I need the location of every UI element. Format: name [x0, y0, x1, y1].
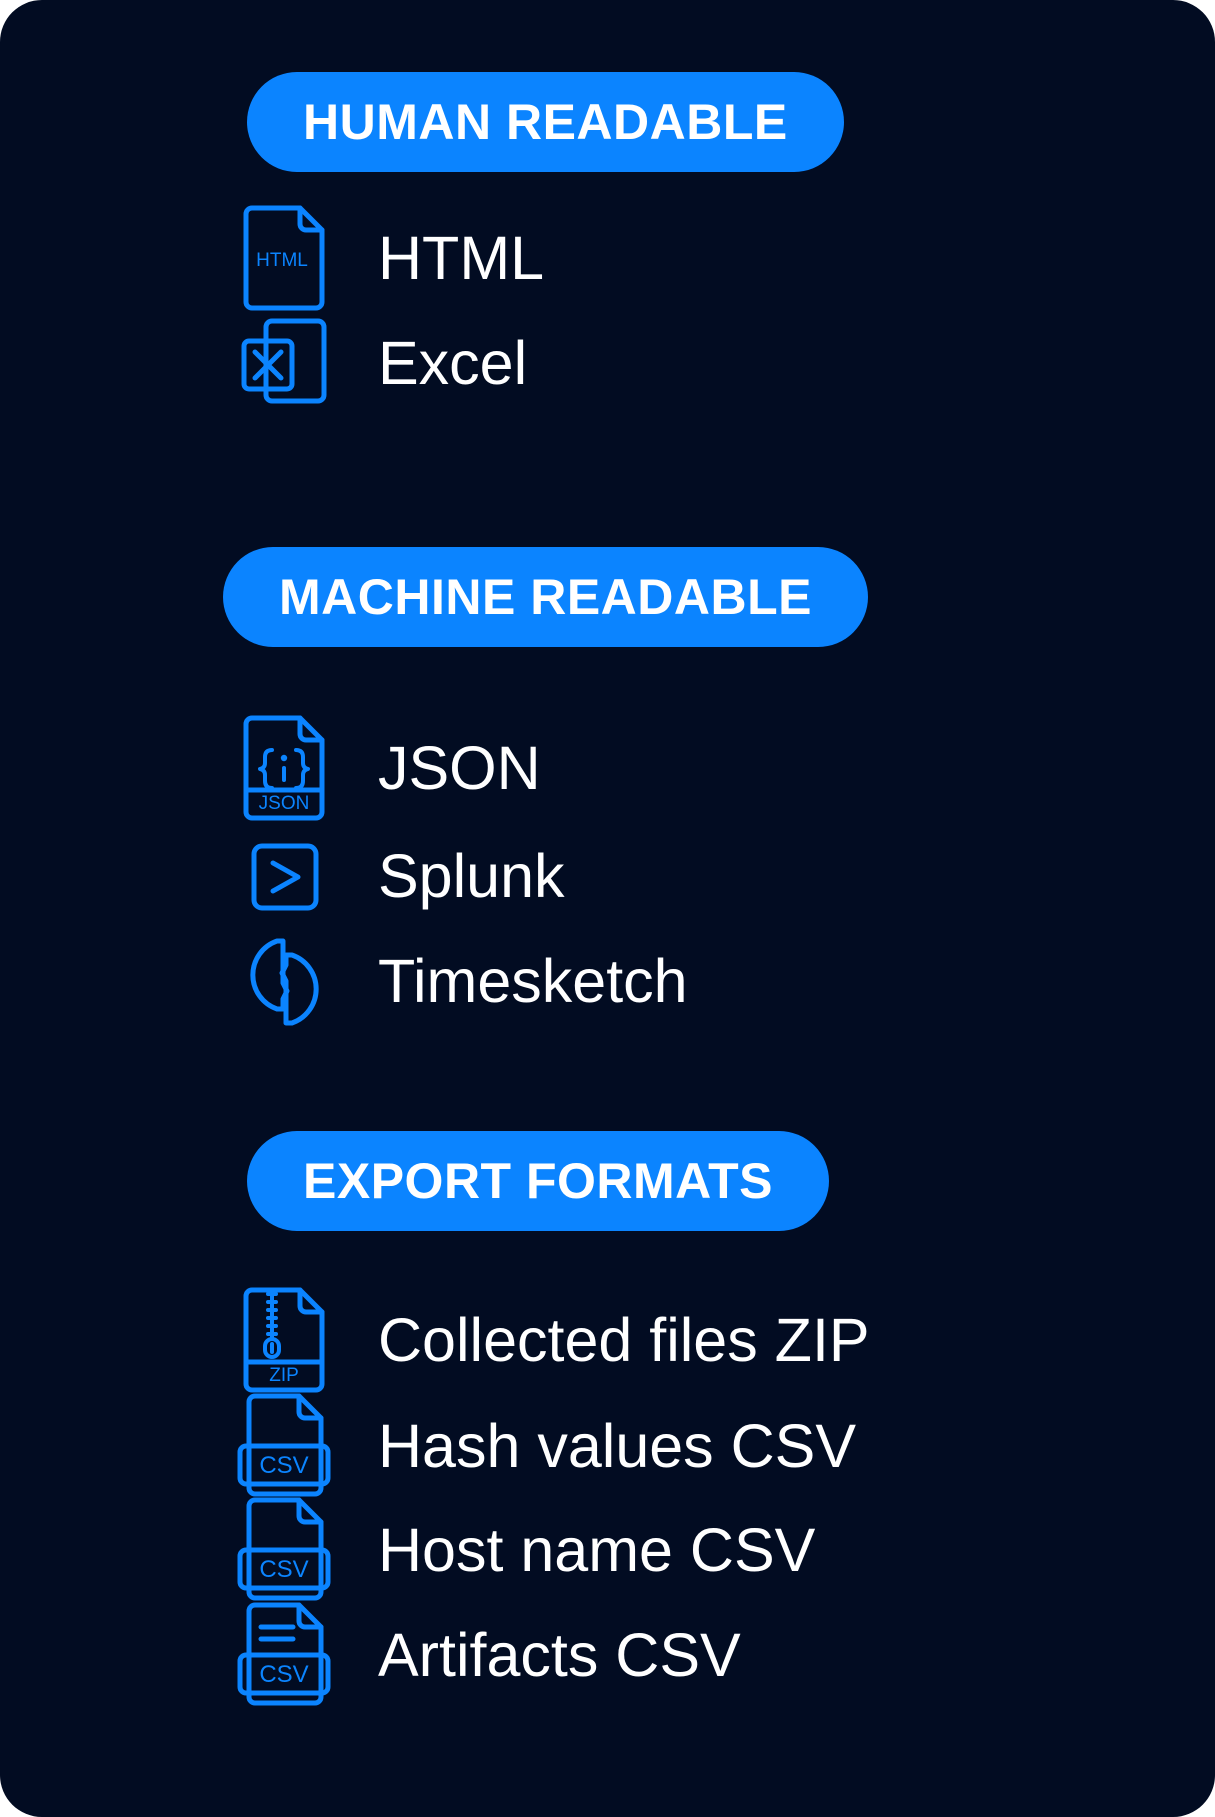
list-item-label: Host name CSV [378, 1515, 816, 1584]
list-item-excel[interactable]: Excel [232, 305, 527, 421]
splunk-chevron-icon [232, 818, 336, 934]
list-item-label: Hash values CSV [378, 1411, 857, 1480]
list-item-html[interactable]: HTML HTML [232, 200, 544, 316]
badge-human-readable: HUMAN READABLE [247, 72, 844, 172]
list-item-label: Excel [378, 328, 528, 397]
list-item-hash-values-csv[interactable]: CSV Hash values CSV [232, 1388, 856, 1504]
list-item-host-name-csv[interactable]: CSV Host name CSV [232, 1492, 815, 1608]
svg-text:CSV: CSV [259, 1661, 308, 1688]
list-item-json[interactable]: JSON JSON [232, 710, 541, 826]
svg-text:ZIP: ZIP [269, 1365, 299, 1386]
excel-file-icon [232, 305, 336, 421]
list-item-splunk[interactable]: Splunk [232, 818, 565, 934]
timesketch-split-circle-icon [232, 923, 336, 1039]
csv-lines-file-icon: CSV [232, 1597, 336, 1713]
html-file-icon: HTML [232, 200, 336, 316]
svg-text:HTML: HTML [256, 250, 308, 271]
list-item-label: JSON [378, 733, 541, 802]
zip-file-icon: ZIP [232, 1282, 336, 1398]
list-item-label: HTML [378, 223, 545, 292]
csv-file-icon: CSV [232, 1492, 336, 1608]
svg-text:CSV: CSV [259, 1556, 308, 1583]
svg-text:CSV: CSV [259, 1452, 308, 1479]
list-item-collected-files-zip[interactable]: ZIP Collected files ZIP [232, 1282, 870, 1398]
json-file-icon: JSON [232, 710, 336, 826]
badge-machine-readable: MACHINE READABLE [223, 547, 868, 647]
svg-text:JSON: JSON [259, 793, 310, 814]
list-item-timesketch[interactable]: Timesketch [232, 923, 688, 1039]
list-item-label: Splunk [378, 841, 565, 910]
list-item-label: Collected files ZIP [378, 1305, 870, 1374]
list-item-artifacts-csv[interactable]: CSV Artifacts CSV [232, 1597, 741, 1713]
list-item-label: Artifacts CSV [378, 1620, 741, 1689]
badge-export-formats: EXPORT FORMATS [247, 1131, 829, 1231]
csv-file-icon: CSV [232, 1388, 336, 1504]
list-item-label: Timesketch [378, 946, 688, 1015]
